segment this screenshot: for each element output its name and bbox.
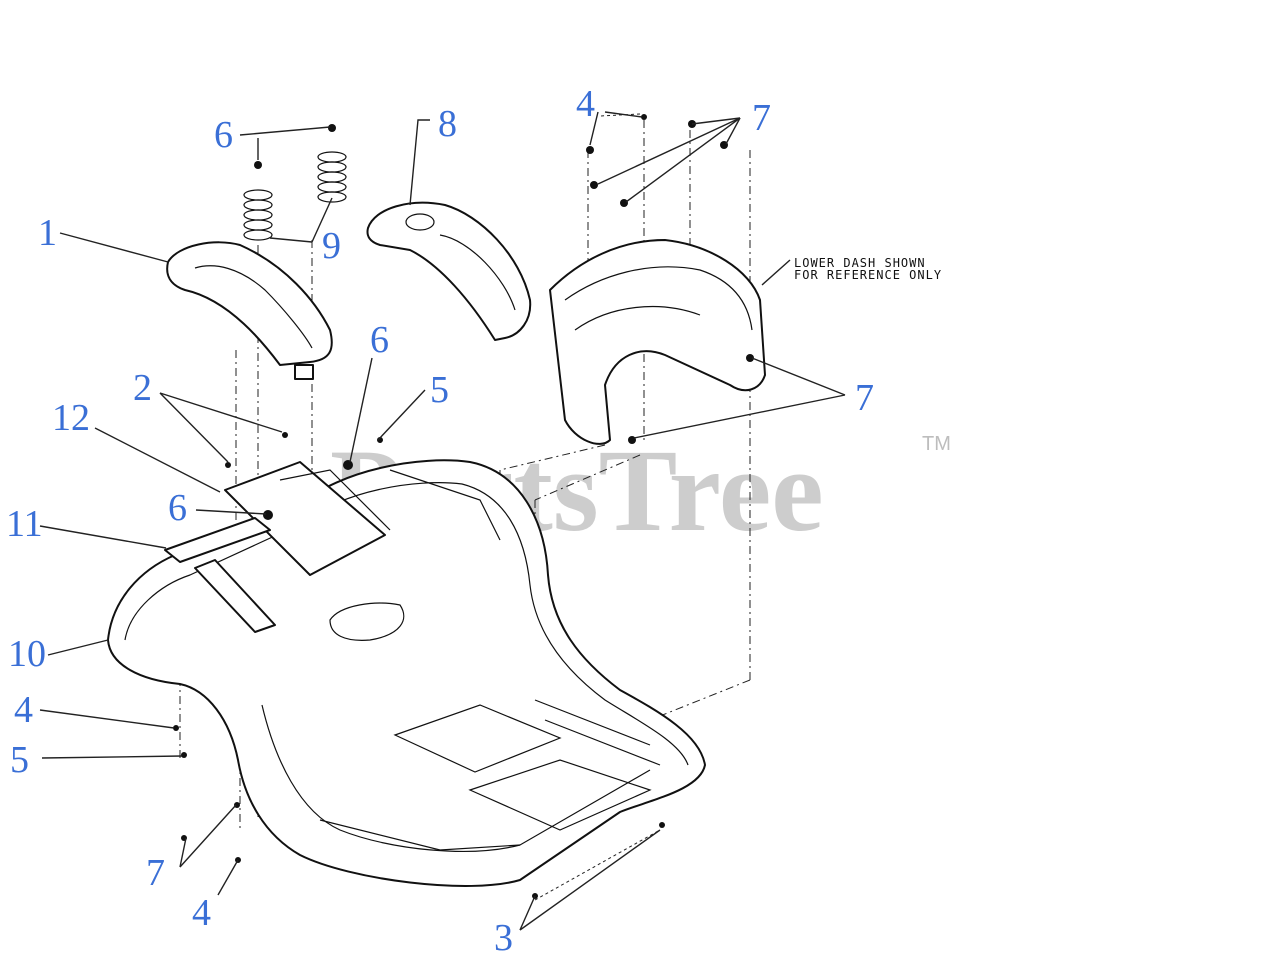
callout-5-upper: 5	[430, 369, 449, 411]
watermark-tm: TM	[922, 433, 951, 455]
callout-11: 11	[6, 503, 43, 545]
rear-fender	[107, 459, 706, 887]
callout-7-right: 7	[855, 377, 874, 419]
callout-6-top: 6	[214, 114, 233, 156]
note-line-2: FOR REFERENCE ONLY	[794, 268, 942, 282]
callout-4-bottom: 4	[192, 892, 211, 934]
callout-2: 2	[133, 367, 152, 409]
callout-4-left: 4	[14, 689, 33, 731]
callout-6-left: 6	[168, 487, 187, 529]
callout-1: 1	[38, 212, 57, 254]
callout-7-bottom: 7	[146, 852, 165, 894]
callout-12: 12	[52, 397, 90, 439]
seat-pad	[166, 241, 333, 380]
callout-5-lower: 5	[10, 739, 29, 781]
callout-6-mid: 6	[370, 319, 389, 361]
callout-7-top: 7	[752, 97, 771, 139]
callout-9: 9	[322, 225, 341, 267]
callout-8: 8	[438, 103, 457, 145]
leader-lines	[39, 111, 846, 931]
reference-note: LOWER DASH SHOWN FOR REFERENCE ONLY	[794, 256, 942, 282]
callout-labels: 1 2 3 4 4 4 5 5 6 6 6 7 7 7 8 9 10 11 12	[6, 83, 874, 959]
plate	[224, 461, 391, 576]
note-line-1: LOWER DASH SHOWN	[794, 256, 926, 270]
callout-3: 3	[494, 917, 513, 959]
console-tray	[366, 201, 532, 341]
springs	[243, 151, 347, 241]
callout-10: 10	[8, 633, 46, 675]
callout-4-top: 4	[576, 83, 595, 125]
hinge-bracket	[164, 517, 276, 633]
lower-dash	[549, 239, 766, 445]
hardware	[173, 114, 754, 899]
